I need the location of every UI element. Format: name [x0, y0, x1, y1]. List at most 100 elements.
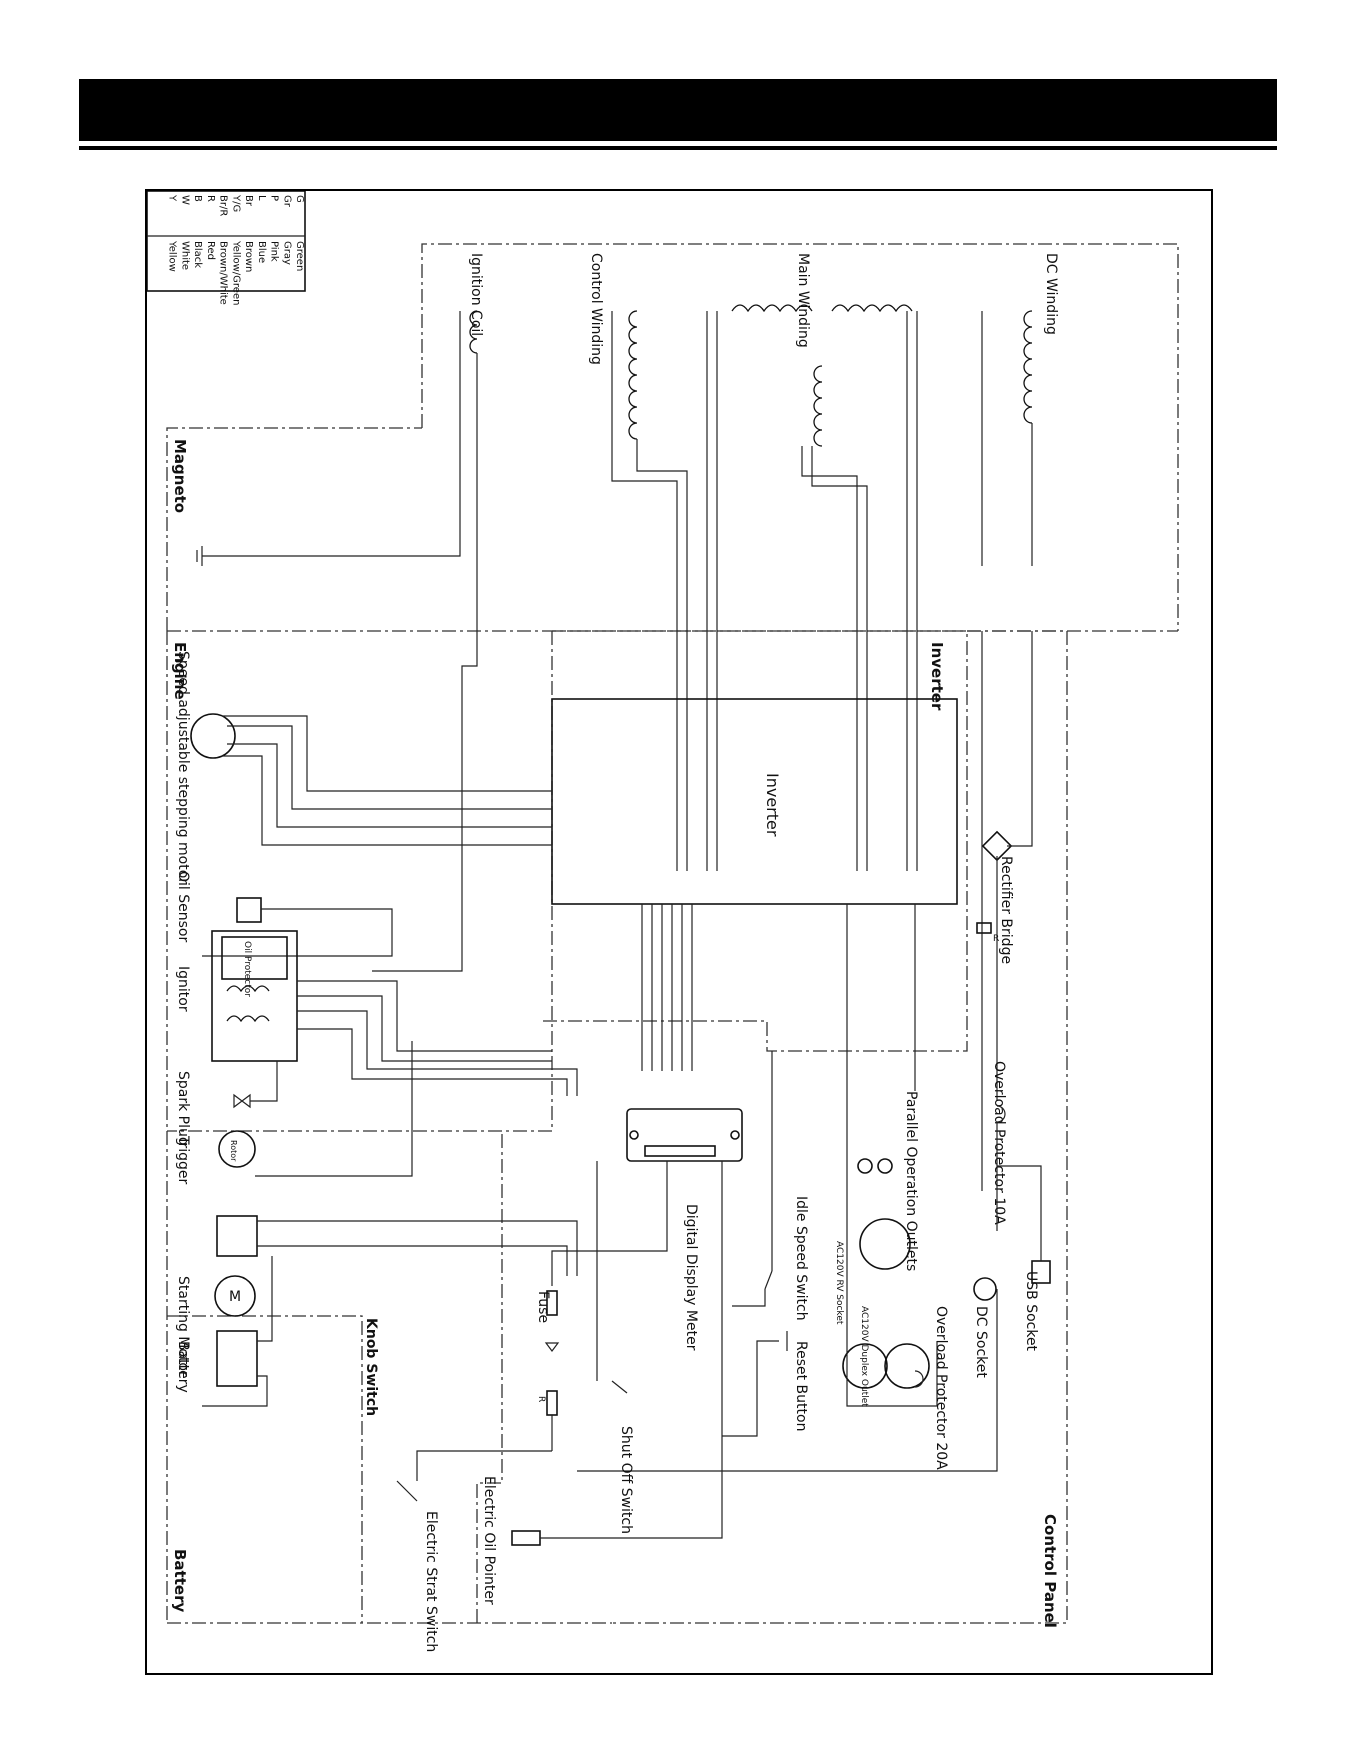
main-wire-l1	[801, 446, 858, 871]
overload-10a-symbol	[996, 1105, 1006, 1123]
control-winding-coil	[628, 310, 638, 440]
digital-meter-connector	[644, 1145, 716, 1157]
rv-socket: AC120V RV Socket	[834, 1218, 911, 1325]
inverter-box	[551, 698, 958, 905]
starting-motor-symbol	[214, 1275, 256, 1317]
engine-right-boundary	[167, 631, 553, 1132]
electric-start-switch: Electric Strat Switch	[396, 1450, 552, 1652]
idle-switch-symbol	[764, 1270, 773, 1290]
idle-speed-switch: Idle Speed Switch	[732, 1051, 809, 1321]
control-panel-boundary	[612, 630, 1068, 1624]
legend-code: R	[205, 195, 216, 202]
spark-plug-wire	[250, 1061, 278, 1102]
trigger-wire-l	[255, 1041, 413, 1177]
battery-component-label: Battery	[175, 1341, 191, 1393]
legend-color-name: Green	[294, 241, 305, 271]
control-winding: Control Winding	[588, 253, 688, 871]
rectifier-bridge: Rectifier Bridge R	[976, 631, 1033, 1191]
oil-protector-label: Oil Protector	[242, 941, 252, 997]
ignition-wire-r	[372, 353, 478, 972]
parallel-outlets-label: Parallel Operation Outlets	[903, 1091, 919, 1271]
spark-plug: Spark Plug	[175, 1061, 278, 1146]
diode-symbol	[544, 1342, 560, 1352]
battery-wire-pos	[257, 1256, 273, 1342]
dc-socket-label: DC Socket	[973, 1306, 989, 1378]
inverter-module: Inverter	[551, 698, 958, 1231]
stepping-motor: Speed adjustable stepping motor	[175, 651, 552, 884]
main-winding-label: Main Winding	[795, 253, 811, 348]
inverter-box-label: Inverter	[763, 773, 782, 837]
fuse-symbol	[546, 1290, 558, 1316]
legend-box	[147, 191, 306, 292]
header-rule	[79, 146, 1277, 150]
main-wire-l2	[811, 446, 868, 871]
fuse-wire-a	[551, 1161, 668, 1286]
usb-socket-wire	[997, 1165, 1042, 1261]
parallel-outlets: Parallel Operation Outlets	[857, 1091, 919, 1271]
stepper-wire-p	[222, 755, 552, 846]
ignitor-wire-r	[297, 980, 552, 1052]
dc-winding-label: DC Winding	[1043, 253, 1059, 335]
ignitor-wire-br	[297, 1028, 568, 1096]
ignitor-coil-a	[226, 985, 270, 993]
overload-10a-label: Overload Protector 10A	[991, 1061, 1007, 1225]
digital-meter-box	[626, 1108, 743, 1162]
meter-mount-a	[629, 1130, 639, 1140]
legend-color-name: Yellow	[167, 240, 178, 272]
shut-off-switch: Shut Off Switch	[596, 1161, 634, 1534]
electric-start-symbol	[396, 1480, 418, 1502]
ignitor: Ignitor Oil Protector	[175, 930, 578, 1096]
rectifier-bridge-label: Rectifier Bridge	[998, 856, 1014, 964]
section-control-panel: Control Panel	[1041, 1514, 1059, 1628]
electric-start-label: Electric Strat Switch	[423, 1511, 439, 1652]
dc-winding-coil	[1023, 310, 1033, 424]
ignition-coil-label: Ignition Coil	[468, 253, 484, 336]
battery-symbol	[216, 1330, 258, 1387]
fuse-label: Fuse	[535, 1291, 551, 1323]
starter-wire-w	[257, 1245, 568, 1276]
legend-code: L	[256, 195, 267, 201]
battery-group: Battery	[175, 1256, 273, 1407]
rectifier-resistor	[976, 922, 992, 934]
rv-socket-symbol	[859, 1218, 911, 1270]
meter-mount-b	[730, 1130, 740, 1140]
ignitor-box	[211, 930, 298, 1062]
control-wire-w2	[636, 439, 688, 871]
header-bar	[79, 79, 1277, 141]
stepping-motor-symbol	[190, 713, 236, 759]
legend-color-name: Gray	[281, 241, 292, 265]
ignition-wire-yg	[202, 311, 461, 557]
oil-sensor: Oil Sensor	[175, 871, 393, 957]
wiring-diagram: GGreenGrGrayPPinkLBlueBrBrownY/GYellow/G…	[147, 191, 1179, 1652]
oil-pointer-boundary	[476, 1131, 503, 1623]
rotor-symbol	[218, 1130, 256, 1168]
main-winding: Main Winding	[706, 253, 918, 871]
rv-socket-label: AC120V RV Socket	[834, 1241, 844, 1325]
fuse-resistor-label: R	[536, 1396, 546, 1402]
dc-winding: DC Winding	[981, 253, 1059, 566]
legend-code: Br/R	[218, 195, 229, 216]
parallel-outlet-b	[877, 1158, 893, 1174]
main-winding-coil-a	[731, 304, 813, 313]
ignitor-coil-b	[226, 1015, 270, 1023]
electric-oil-label: Electric Oil Pointer	[481, 1476, 497, 1605]
legend-code: P	[269, 195, 280, 201]
overload-20a-label: Overload Protector 20A	[933, 1306, 949, 1470]
battery-wire-neg	[202, 1375, 268, 1407]
idle-switch-label: Idle Speed Switch	[793, 1196, 809, 1321]
duplex-outlet-wire	[846, 1231, 938, 1407]
section-battery: Battery	[171, 1549, 189, 1612]
overload-10a: Overload Protector 10A	[991, 1061, 1007, 1231]
shut-off-symbol	[611, 1380, 628, 1394]
dc-socket-symbol	[973, 1277, 997, 1301]
electric-oil-pointer: Electric Oil Pointer	[481, 1161, 723, 1605]
usb-socket: USB Socket	[997, 1165, 1051, 1352]
shut-off-label: Shut Off Switch	[618, 1426, 634, 1534]
section-engine: Engine	[171, 642, 189, 700]
legend-code: Y/G	[230, 194, 241, 212]
dc-socket: DC Socket	[577, 1277, 998, 1472]
stepper-wire-l	[222, 715, 552, 792]
oil-protector-box	[221, 936, 288, 980]
oil-sensor-label: Oil Sensor	[175, 871, 191, 942]
digital-display-meter: Digital Display Meter	[626, 1108, 743, 1351]
